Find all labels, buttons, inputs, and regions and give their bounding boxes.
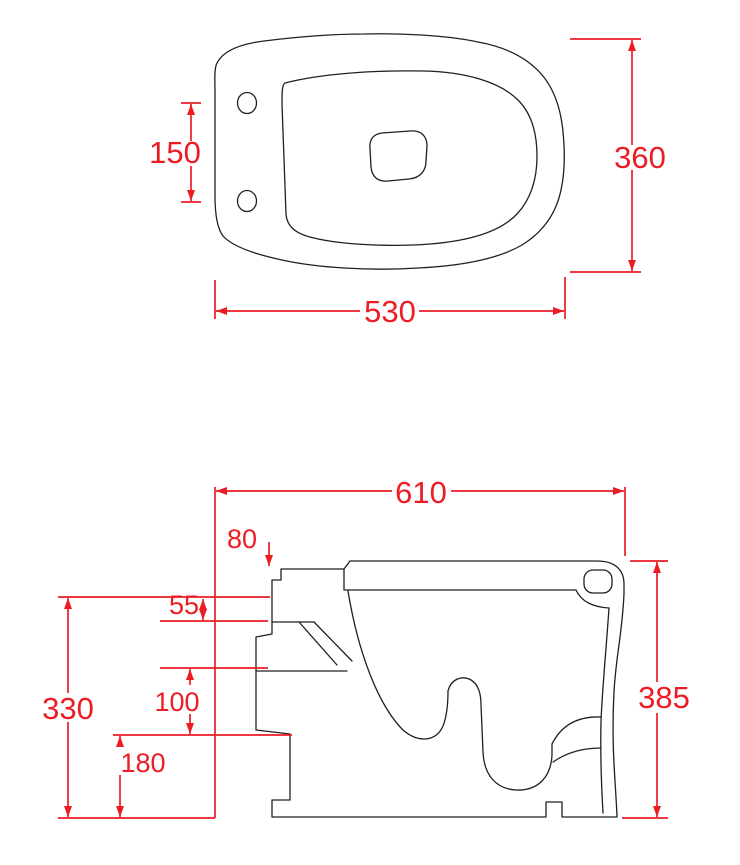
top-view-drain-hole bbox=[369, 130, 428, 182]
top-view-outer-outline bbox=[214, 33, 565, 270]
dim-overall-depth-label: 610 bbox=[395, 475, 447, 510]
side-view-weir-upper-curve bbox=[551, 716, 602, 745]
dim-overall-length: 530 bbox=[214, 277, 566, 329]
side-view-trap-u-curve bbox=[447, 677, 553, 791]
side-view-rim-cap-hole bbox=[583, 569, 613, 594]
dim-rear-ledge-height-label: 330 bbox=[42, 691, 94, 726]
side-view-rim-cap-underside bbox=[575, 589, 610, 609]
dim-hole-spacing-extension-ticks bbox=[181, 102, 201, 203]
dim-hole-spacing-label: 150 bbox=[149, 135, 201, 170]
dim-overall-length-label: 530 bbox=[364, 294, 416, 329]
dim-overall-height-label: 385 bbox=[638, 680, 690, 715]
dim-mid-offset-label: 100 bbox=[154, 687, 199, 717]
dim-hole-spacing: 150 bbox=[149, 102, 201, 203]
side-view-weir-lower-curve bbox=[552, 747, 602, 763]
dim-overall-width-extension-lines bbox=[570, 38, 641, 273]
dim-rear-ledge-height: 330 bbox=[42, 596, 270, 817]
dim-overall-width-label: 360 bbox=[614, 140, 666, 175]
side-view-inner-right-wall bbox=[600, 607, 610, 814]
dim-overall-height: 385 bbox=[622, 560, 690, 819]
dim-rim-drop-label: 55 bbox=[169, 590, 199, 620]
dim-rim-drop: 55 bbox=[160, 590, 268, 622]
dim-outlet-height: 180 bbox=[113, 734, 292, 817]
top-view-fixing-hole-lower bbox=[236, 189, 258, 213]
dim-overall-length-extension-lines bbox=[214, 277, 566, 319]
dim-overall-width: 360 bbox=[570, 38, 666, 273]
top-view-inner-bowl-outline bbox=[281, 70, 538, 246]
side-view-bowl-interior-curve bbox=[347, 590, 449, 740]
top-view-fixing-hole-upper bbox=[236, 91, 258, 115]
dim-rear-gap: 80 bbox=[227, 524, 273, 566]
top-view-drawing bbox=[214, 33, 565, 270]
dim-overall-depth: 610 bbox=[216, 475, 626, 556]
side-view-drawing bbox=[255, 560, 625, 818]
side-view-outer-profile bbox=[255, 560, 625, 818]
dim-outlet-height-label: 180 bbox=[120, 748, 165, 778]
dim-mid-offset: 100 bbox=[154, 667, 268, 734]
dim-rear-gap-label: 80 bbox=[227, 524, 257, 554]
dim-overall-height-extension-lines bbox=[622, 560, 668, 819]
side-view-flush-channel-diagonals bbox=[298, 621, 353, 666]
